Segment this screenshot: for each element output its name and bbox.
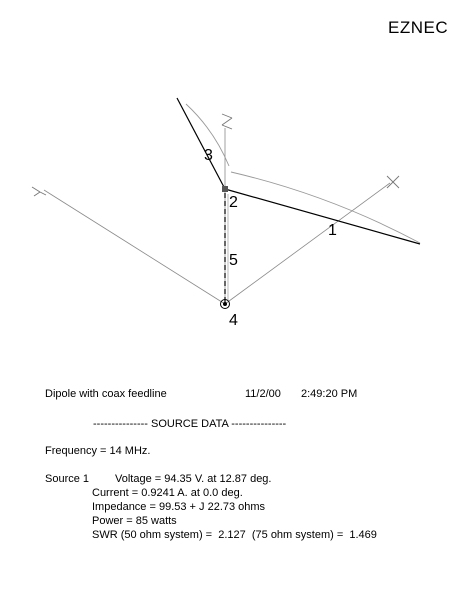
impedance-line: Impedance = 99.53 + J 22.73 ohms: [92, 501, 266, 513]
power-line: Power = 85 watts: [92, 515, 177, 527]
report-date: 11/2/00: [245, 388, 281, 400]
wire-1: [224, 188, 421, 245]
report-time: 2:49:20 PM: [301, 388, 358, 400]
current-curve-left: [185, 103, 230, 167]
segment-label-5: 5: [229, 252, 238, 269]
x-axis-line: [224, 182, 391, 305]
segment-label-1: 1: [328, 222, 337, 239]
wire-3: [176, 97, 226, 190]
segment-label-2: 2: [229, 194, 238, 211]
y-axis-label: [31, 186, 47, 197]
z-axis-label: [221, 113, 233, 130]
voltage-line: Voltage = 94.35 V. at 12.87 deg.: [115, 473, 272, 485]
swr-line: SWR (50 ohm system) = 2.127 (75 ohm syst…: [92, 529, 377, 541]
y-axis-line: [43, 189, 226, 305]
section-header: --------------- SOURCE DATA ------------…: [93, 418, 287, 430]
source-marker: [222, 186, 228, 192]
current-curve-right: [230, 171, 421, 244]
app-brand-title: EZNEC: [388, 18, 449, 37]
load-marker-inner: [223, 302, 227, 306]
segment-label-3: 3: [204, 147, 213, 164]
source-label: Source 1: [45, 473, 90, 485]
load-marker-outer: [220, 299, 230, 309]
antenna-diagram: 1 2 3 4 5: [31, 97, 421, 329]
source-data-report: Dipole with coax feedline 11/2/00 2:49:2…: [45, 387, 377, 597]
segment-label-4: 4: [229, 312, 238, 329]
x-axis-label: [386, 175, 400, 189]
frequency-line: Frequency = 14 MHz.: [45, 445, 151, 457]
current-line: Current = 0.9241 A. at 0.0 deg.: [92, 487, 243, 499]
report-title: Dipole with coax feedline: [45, 388, 167, 400]
